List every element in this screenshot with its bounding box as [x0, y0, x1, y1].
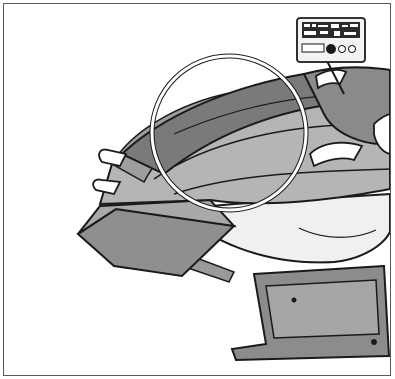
- remote-main-button: [326, 44, 336, 54]
- pedestal-panel: [266, 280, 379, 338]
- remote-button-row: [302, 44, 324, 52]
- bolt: [292, 298, 297, 303]
- occupant-foot: [93, 180, 120, 194]
- illustration-frame: [3, 3, 391, 376]
- chair-base: [182, 254, 389, 360]
- bolt: [371, 339, 377, 345]
- remote-button: [339, 46, 346, 53]
- remote-button: [349, 46, 356, 53]
- massage-chair-illustration: [4, 4, 390, 375]
